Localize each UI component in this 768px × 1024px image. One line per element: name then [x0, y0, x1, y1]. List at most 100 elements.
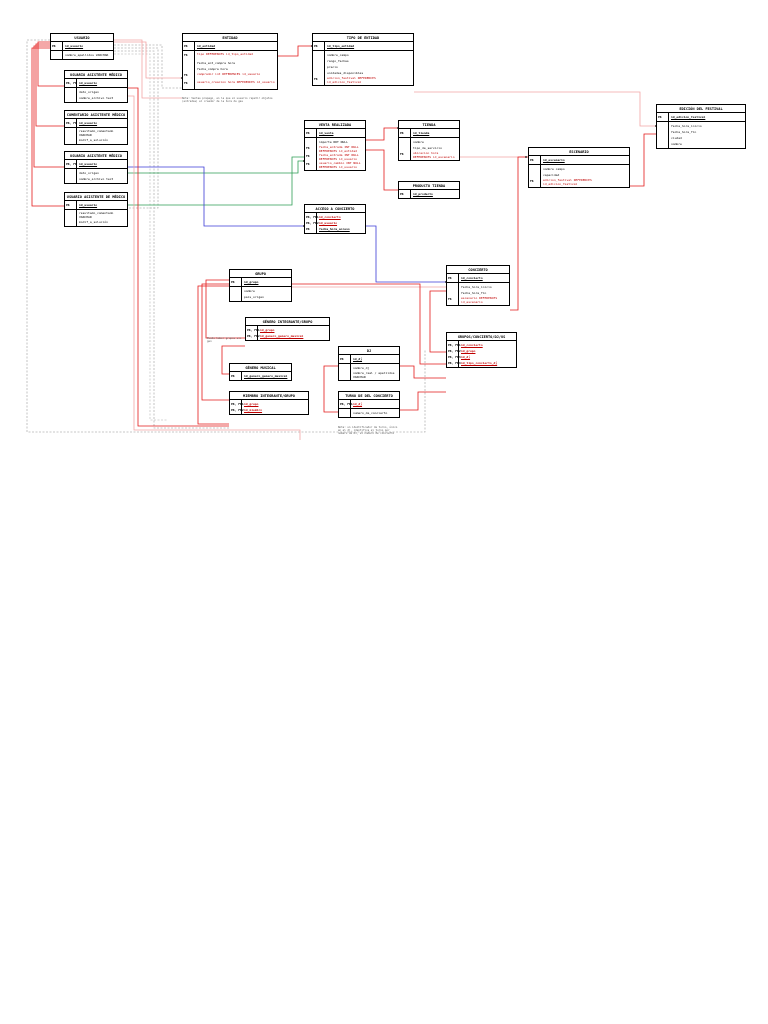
field-name[interactable]: modif_a_solución — [79, 220, 108, 224]
field-name[interactable]: resultado_comentado VARCHAR — [79, 129, 114, 137]
field-name[interactable]: id_dj — [461, 355, 471, 359]
field-name[interactable]: precio — [327, 65, 338, 69]
field-name[interactable]: nombre_archivo text — [79, 177, 114, 181]
field-name[interactable]: nombre_dj — [353, 366, 370, 370]
field-name[interactable]: id_venta — [319, 131, 334, 135]
field-name[interactable]: usuario_creacion hora REFERENCES id_usua… — [197, 80, 275, 84]
key-label: PK — [340, 357, 344, 361]
key-label: PK — [314, 44, 318, 48]
field-name[interactable]: id_tipo_entidad — [327, 44, 355, 48]
field-name[interactable]: fecha_hora_acceso — [319, 227, 350, 231]
field-name[interactable]: id_usuario — [79, 162, 98, 166]
field-name[interactable]: id_grupo — [244, 402, 259, 406]
field-name[interactable]: nombre_archivo text — [79, 96, 114, 100]
field-name[interactable]: nombre — [671, 142, 682, 146]
field-name[interactable]: edicion_festival REFERENCES id_edicion_f… — [327, 76, 376, 84]
field-name[interactable]: nombre_apellidos VARCHAR — [65, 53, 109, 57]
field-name[interactable]: unidades_disponibles — [327, 71, 364, 75]
field-name[interactable]: id_usuario — [79, 81, 98, 85]
field-name[interactable]: id_producto — [413, 192, 433, 196]
field-name[interactable]: nombre_campo — [327, 53, 349, 57]
field-name[interactable]: id_usuario — [319, 221, 338, 225]
field-name[interactable]: nombre — [244, 289, 255, 293]
field-name[interactable]: id_concierto — [461, 276, 483, 280]
field-name[interactable]: id_entidad — [197, 44, 216, 48]
field-name[interactable]: id_escenario — [543, 158, 565, 162]
relation-line — [35, 43, 64, 127]
field-name[interactable]: nombre — [413, 140, 424, 144]
field-name[interactable]: comprador int REFERENCES id_usuario — [197, 72, 261, 76]
field-name[interactable]: id_concierto — [319, 215, 341, 219]
field-name[interactable]: id_miembro — [244, 408, 263, 412]
field-name[interactable]: importe NOT NULL — [319, 140, 348, 144]
field-name[interactable]: id_grupo — [461, 349, 476, 353]
field-name[interactable]: rango_fechas — [327, 59, 349, 63]
field-name[interactable]: id_genero_genero_musical — [260, 334, 304, 338]
key-label: PK — [448, 276, 452, 280]
field-name[interactable]: id_concierto — [461, 343, 483, 347]
field-name[interactable]: id_usuario — [65, 44, 84, 48]
field-name[interactable]: fecha_entrada INT NULL REFERENCES id_usu… — [319, 153, 359, 161]
field-name[interactable]: fecha_hora_fin — [461, 291, 487, 295]
field-name[interactable]: fecha_hora_inicio — [461, 285, 492, 289]
field-name[interactable]: usuario_cambio INT NULL REFERENCES id_us… — [319, 161, 361, 169]
field-column: id_entidad — [195, 42, 277, 50]
field-name[interactable]: tipo_de_servicio — [413, 146, 442, 150]
field-name[interactable]: resultado_comentado VARCHAR — [79, 211, 114, 219]
field-name[interactable]: nombre_real / apellidos VARCHAR — [353, 371, 395, 379]
field-name[interactable]: ciudad — [671, 136, 682, 140]
field-name[interactable]: ubicacion hora REFERENCES id_escenario — [413, 151, 455, 159]
field-name[interactable]: numero_de_concierto — [353, 411, 388, 415]
field-name[interactable]: edicion_festival REFERENCES id_edicion_f… — [543, 178, 592, 186]
field-name[interactable]: fecha_hora_fin — [671, 130, 697, 134]
field-name[interactable]: id_tienda — [413, 131, 430, 135]
field-name[interactable]: id_grupo — [244, 280, 259, 284]
field-name[interactable]: fecha_entrada INT NULL REFERENCES id_ent… — [319, 145, 359, 153]
field-name[interactable]: id_genero_genero_musical — [244, 374, 288, 378]
field-name[interactable]: id_tipo_concierto_dj — [461, 361, 498, 365]
field-name[interactable]: nombre campo — [543, 167, 565, 171]
field-name[interactable]: dato_origen — [79, 90, 99, 94]
field-name[interactable]: escenario REFERENCES id_escenario — [461, 296, 498, 304]
field-name[interactable]: id_dj — [353, 402, 363, 406]
field-name[interactable]: id_edicion_festival — [671, 115, 706, 119]
field-name[interactable]: id_dj — [353, 357, 363, 361]
key-label: PK — [658, 115, 662, 119]
field-name[interactable]: id_usuario — [79, 203, 98, 207]
field-name[interactable]: id_usuario — [79, 121, 98, 125]
field-name[interactable]: dato_origen — [79, 171, 99, 175]
field-name[interactable]: id_grupo — [260, 328, 275, 332]
entity-title: DJ — [339, 347, 399, 355]
field-name[interactable]: fecha_hora_inicio — [671, 124, 702, 128]
field-name[interactable]: capacidad — [543, 173, 560, 177]
field-name[interactable]: pais_origen — [244, 295, 264, 299]
field-name[interactable]: modif_a_solución — [79, 138, 108, 142]
field-name[interactable]: fecha_compra hora — [197, 67, 228, 71]
field-name[interactable]: fecha_ent_compra hora — [197, 61, 235, 65]
field-name[interactable]: tipo REFERENCES id_tipo_entidad — [197, 52, 253, 56]
